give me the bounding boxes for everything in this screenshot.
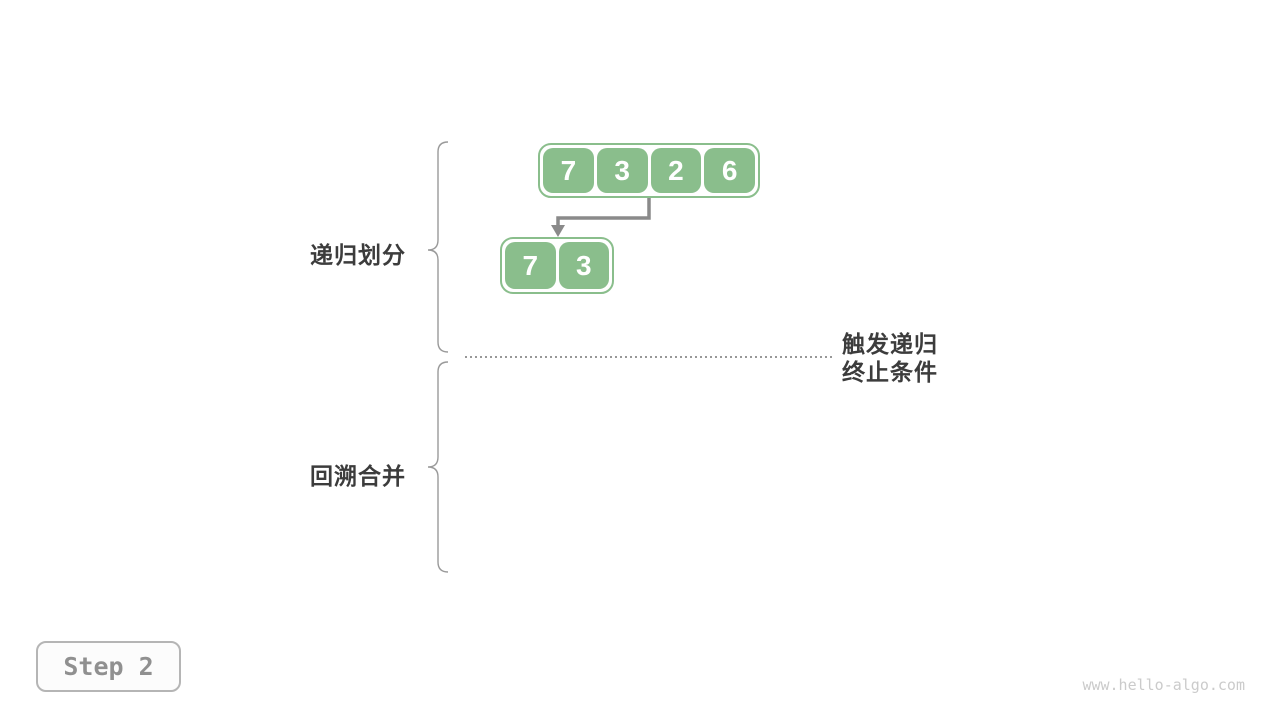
label-termination-line1: 触发递归 <box>842 331 938 357</box>
array-cell: 6 <box>704 148 755 193</box>
label-termination-line2: 终止条件 <box>842 359 938 385</box>
split-arrow-line <box>556 198 651 227</box>
label-termination-condition: 触发递归 终止条件 <box>842 330 942 386</box>
array-cell: 2 <box>650 148 702 193</box>
curly-brace-recursive-partition-icon <box>427 141 449 353</box>
array-row-sub: 7 3 <box>500 237 614 294</box>
step-badge: Step 2 <box>36 641 181 692</box>
curly-brace-backtrack-merge-icon <box>427 361 449 573</box>
split-arrow-down-icon <box>551 225 565 237</box>
array-cell: 7 <box>505 242 556 289</box>
array-row-top: 7 3 2 6 <box>538 143 760 198</box>
array-cell: 3 <box>596 148 648 193</box>
array-cell: 7 <box>543 148 594 193</box>
label-recursive-partition: 递归划分 <box>310 242 406 268</box>
watermark: www.hello-algo.com <box>1082 676 1245 694</box>
array-cell: 3 <box>558 242 609 289</box>
label-backtrack-merge: 回溯合并 <box>310 463 406 489</box>
